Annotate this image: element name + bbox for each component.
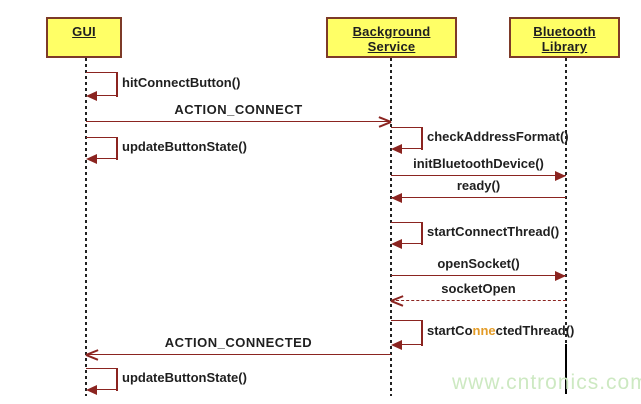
participant-bluetooth-library: Bluetooth Library [509,17,620,58]
message-label: startConnectThread() [427,224,560,239]
watermark: www.cntronics.com [452,371,641,394]
message-label: checkAddressFormat() [427,129,569,144]
arrowhead-filled [391,192,402,203]
arrowhead-filled [86,90,97,101]
arrowhead-filled [86,384,97,395]
self-loop-top [86,72,116,73]
message-label: startConnectedThread() [427,323,575,338]
self-loop-bottom [95,95,118,96]
message-label: hitConnectButton() [122,75,241,90]
self-loop-side [116,72,118,97]
arrowhead-filled [555,270,566,281]
arrowhead-filled [86,153,97,164]
bluetooth-lifeline-solid-segment [565,344,567,394]
message-label: updateButtonState() [122,370,247,385]
message-line [391,175,566,176]
message-label: ready() [456,178,501,193]
self-loop-bottom [400,344,423,345]
participant-gui-label: GUI [72,24,96,39]
self-loop-side [421,320,423,346]
arrowhead-filled [391,339,402,350]
self-loop-side [116,368,118,391]
self-loop-bottom [400,148,423,149]
self-loop-bottom [400,243,423,244]
arrowhead-filled [391,143,402,154]
message-label: ACTION_CONNECT [174,102,303,117]
lifeline-bluetooth-library [565,58,567,344]
self-loop-top [391,320,421,321]
self-loop-top [86,368,116,369]
arrowhead-filled [555,170,566,181]
participant-background-service: Background Service [326,17,457,58]
message-line [391,197,566,198]
participant-bluetooth-library-label: Bluetooth Library [533,24,596,54]
watermark-tinted-letters: nne [472,323,496,338]
self-loop-top [391,222,421,223]
message-line [391,275,566,276]
message-line [86,354,391,355]
arrowhead-filled [391,238,402,249]
message-label: openSocket() [437,256,520,271]
lifeline-background-service [390,58,392,396]
participant-gui: GUI [46,17,122,58]
message-label: ACTION_CONNECTED [164,335,313,350]
self-loop-side [421,127,423,150]
lifeline-gui [85,58,87,396]
message-label: initBluetoothDevice() [413,156,544,171]
self-loop-top [86,137,116,138]
self-loop-side [116,137,118,160]
message-label: socketOpen [441,281,516,296]
message-label: updateButtonState() [122,139,247,154]
self-loop-side [421,222,423,245]
self-loop-bottom [95,389,118,390]
self-loop-top [391,127,421,128]
message-line [86,121,391,122]
participant-background-service-label: Background Service [352,24,431,54]
self-loop-bottom [95,158,118,159]
message-line [391,300,566,301]
